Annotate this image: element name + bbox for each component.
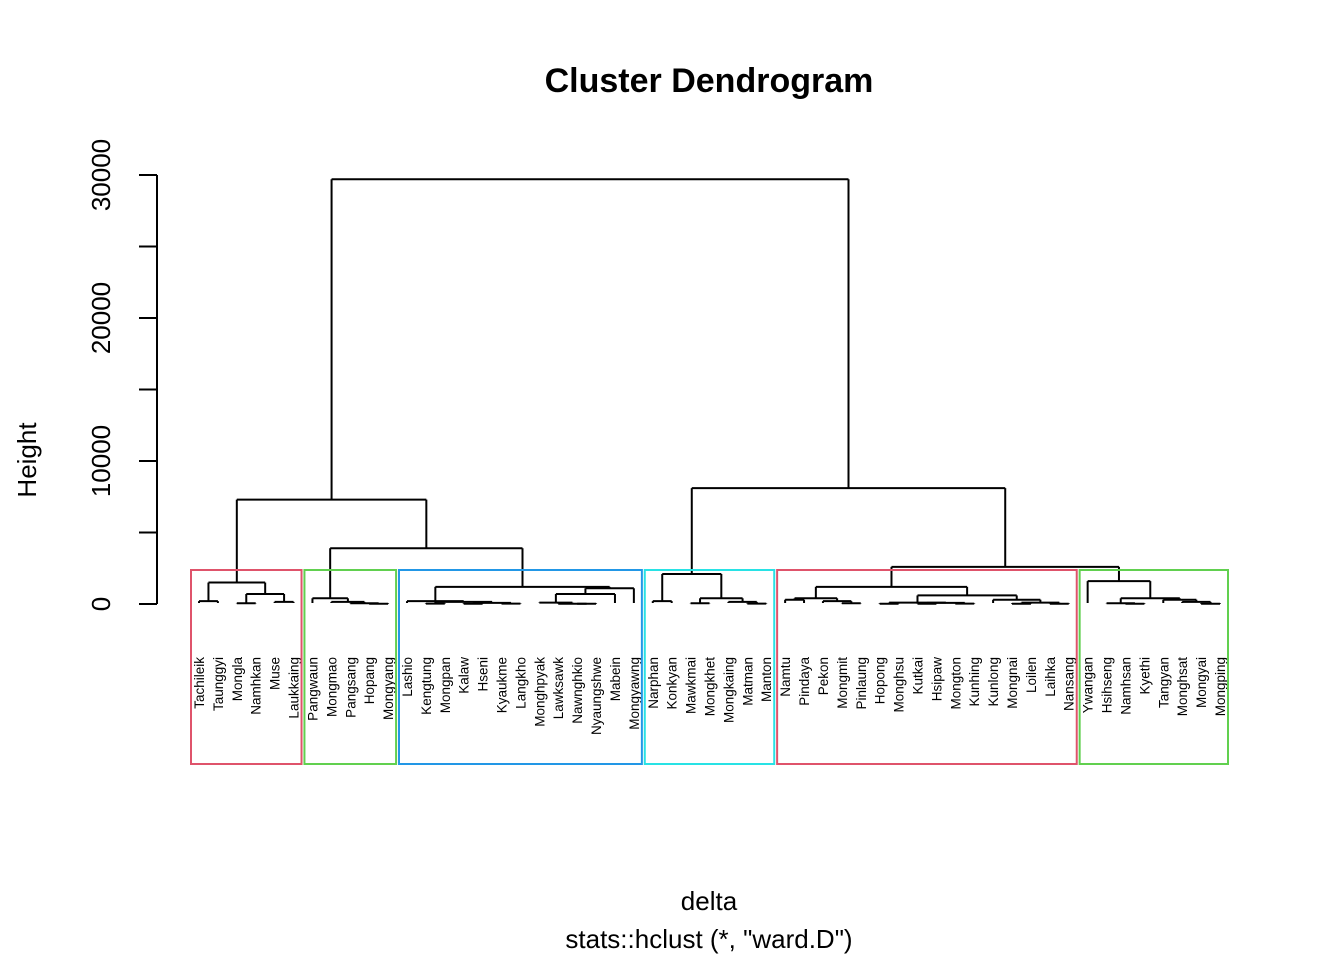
leaf-label: Laukkaing <box>287 657 302 719</box>
leaf-label: Mongyawng <box>627 657 642 730</box>
leaf-label: Kyaukme <box>495 657 510 713</box>
leaf-label: Langkho <box>513 657 528 709</box>
chart-subtitle: stats::hclust (*, "ward.D") <box>565 924 852 954</box>
leaf-label: Mongmao <box>324 657 339 717</box>
leaf-label: Muse <box>268 657 283 690</box>
leaf-label: Monghpyak <box>532 657 547 727</box>
leaf-label: Konkyan <box>665 657 680 710</box>
leaf-label: Hsihseng <box>1100 657 1115 713</box>
leaf-label: Namhkan <box>249 657 264 715</box>
leaf-label: Lashio <box>400 657 415 697</box>
x-axis-label: delta <box>681 886 738 916</box>
leaf-label: Loilen <box>1024 657 1039 693</box>
leaf-label: Hsipaw <box>929 657 944 702</box>
y-tick-label: 20000 <box>86 282 116 354</box>
leaf-label: Mongpan <box>438 657 453 713</box>
dendrogram-links <box>198 178 1221 605</box>
leaf-label: Mawkmai <box>684 657 699 714</box>
leaf-label: Mongkaing <box>721 657 736 723</box>
leaf-label: Laihka <box>1043 657 1058 697</box>
leaf-label: Mongton <box>948 657 963 710</box>
leaf-label: Mongkhet <box>703 657 718 717</box>
cluster-box <box>643 569 776 765</box>
leaf-label: Mabein <box>608 657 623 701</box>
leaf-label: Nawnghkio <box>570 657 585 724</box>
leaf-label: Mongyai <box>1194 657 1209 708</box>
leaf-label: Kunlong <box>986 657 1001 707</box>
leaf-label: Matman <box>740 657 755 706</box>
leaf-label: Kutkai <box>910 657 925 695</box>
leaf-label: Kyethi <box>1137 657 1152 695</box>
leaf-labels: Tachileik Taunggyi Mongla Namhkan Muse Laukka… <box>192 657 1228 736</box>
leaf-label: Pekon <box>816 657 831 695</box>
cluster-boxes <box>190 569 1230 765</box>
leaf-label: Pindaya <box>797 657 812 706</box>
leaf-label: Tangyan <box>1156 657 1171 708</box>
leaf-label: Hseni <box>476 657 491 692</box>
y-axis-label: Height <box>12 422 42 498</box>
leaf-label: Pangwaun <box>305 657 320 721</box>
leaf-label: Mongping <box>1213 657 1228 716</box>
leaf-label: Mongyang <box>381 657 396 720</box>
leaf-label: Taunggyi <box>211 657 226 711</box>
y-tick-label: 0 <box>86 597 116 611</box>
y-tick-label: 30000 <box>86 139 116 211</box>
leaf-label: Pinlaung <box>854 657 869 710</box>
leaf-label: Mongnai <box>1005 657 1020 709</box>
leaf-label: Namhsan <box>1118 657 1133 715</box>
leaf-label: Kunhing <box>967 657 982 707</box>
cluster-box <box>190 569 303 765</box>
leaf-label: Monghsu <box>892 657 907 713</box>
cluster-box <box>1078 569 1230 765</box>
leaf-label: Nyaungshwe <box>589 657 604 735</box>
leaf-label: Narphan <box>646 657 661 709</box>
y-tick-label: 10000 <box>86 425 116 497</box>
leaf-label: Ywangan <box>1081 657 1096 713</box>
leaf-label: Tachileik <box>192 657 207 709</box>
y-axis: 0 10000 20000 30000 <box>86 139 158 611</box>
leaf-label: Manton <box>759 657 774 702</box>
leaf-label: Hopang <box>362 657 377 704</box>
leaf-label: Kengtung <box>419 657 434 715</box>
leaf-label: Namtu <box>778 657 793 697</box>
leaf-label: Monghsat <box>1175 657 1190 717</box>
leaf-label: Kalaw <box>457 657 472 694</box>
leaf-label: Lawksawk <box>551 657 566 720</box>
cluster-box <box>776 569 1078 765</box>
leaf-label: Mongmit <box>835 657 850 709</box>
cluster-box <box>303 569 398 765</box>
leaf-label: Mongla <box>230 657 245 702</box>
chart-title: Cluster Dendrogram <box>545 62 874 100</box>
leaf-label: Hopong <box>873 657 888 704</box>
leaf-label: Pangsang <box>343 657 358 718</box>
cluster-box <box>397 569 643 765</box>
leaf-label: Nansang <box>1062 657 1077 711</box>
